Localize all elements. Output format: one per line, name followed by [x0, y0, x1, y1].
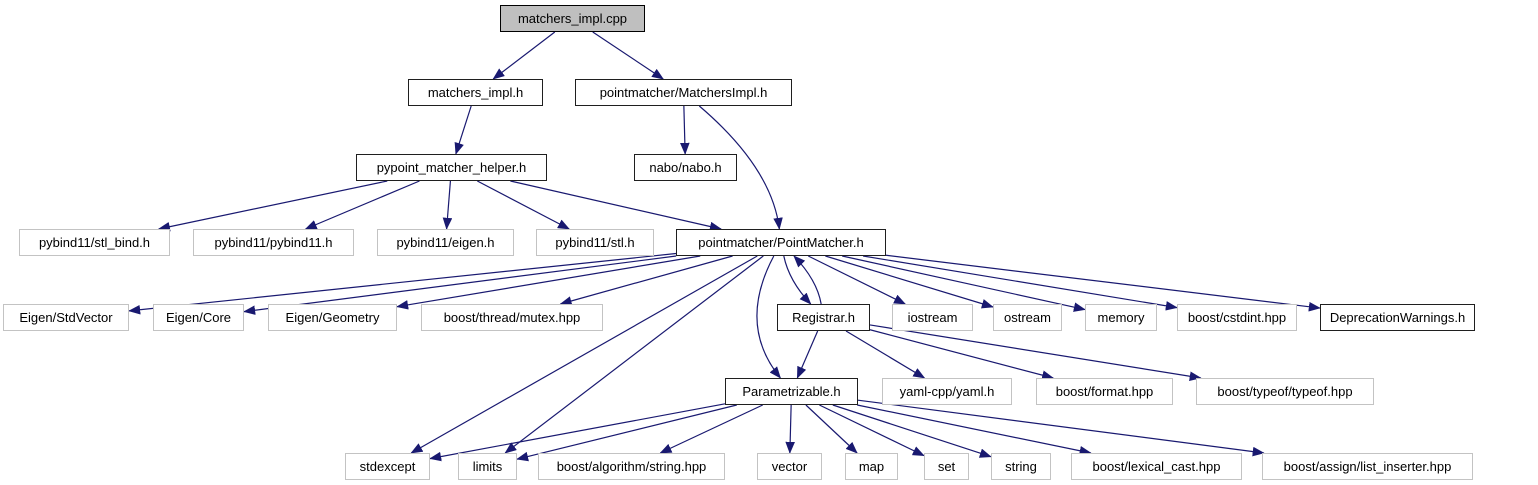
edge-matchersimpl-to-pm	[698, 105, 783, 230]
graph-node-map: map	[845, 453, 898, 480]
edge-parametrizable-to-vector	[785, 404, 795, 454]
graph-node-format: boost/format.hpp	[1036, 378, 1173, 405]
graph-node-cpp: matchers_impl.cpp	[500, 5, 645, 32]
edge-pm-to-cstdint	[862, 255, 1178, 311]
edge-parametrizable-to-string	[832, 404, 992, 458]
graph-node-set: set	[924, 453, 969, 480]
edge-pm-to-registrar	[783, 255, 812, 305]
graph-node-ostream: ostream	[993, 304, 1062, 331]
edge-cpp-to-impl_h	[492, 31, 556, 80]
edge-pm-to-ostream	[825, 255, 994, 309]
edge-pm-to-limits	[504, 255, 764, 454]
graph-node-vector: vector	[757, 453, 822, 480]
edge-registrar-to-parametrizable	[796, 330, 819, 379]
edge-parametrizable-to-map	[805, 404, 858, 454]
edge-cpp-to-matchersimpl	[592, 31, 664, 80]
graph-node-eig_stdvector: Eigen/StdVector	[3, 304, 129, 331]
edge-pm-to-memory	[842, 255, 1086, 312]
edge-parametrizable-to-set	[819, 404, 925, 457]
graph-node-algostring: boost/algorithm/string.hpp	[538, 453, 725, 480]
edge-parametrizable-to-lexical	[857, 404, 1092, 456]
edge-impl_h-to-helper	[454, 105, 472, 155]
graph-node-deprecation[interactable]: DeprecationWarnings.h	[1320, 304, 1475, 331]
edge-helper-to-stl_bind	[157, 180, 388, 232]
edge-pm-to-iostream	[808, 255, 906, 305]
edge-pm-to-parametrizable	[756, 255, 781, 379]
edge-pm-to-deprecation	[885, 254, 1321, 312]
edge-pm-to-eig_geom	[396, 255, 701, 310]
graph-node-stdexcept: stdexcept	[345, 453, 430, 480]
edge-helper-to-py_eigen	[442, 180, 453, 230]
graph-node-matchersimpl[interactable]: pointmatcher/MatchersImpl.h	[575, 79, 792, 106]
edge-registrar-to-pm	[793, 255, 822, 305]
edge-helper-to-pybind11	[304, 180, 420, 230]
include-edges	[128, 31, 1321, 462]
edge-parametrizable-to-limits	[516, 404, 737, 462]
graph-node-nabo[interactable]: nabo/nabo.h	[634, 154, 737, 181]
graph-node-stl_bind: pybind11/stl_bind.h	[19, 229, 170, 256]
edge-parametrizable-to-inserter	[857, 399, 1265, 457]
graph-node-eig_core: Eigen/Core	[153, 304, 244, 331]
graph-node-mutex: boost/thread/mutex.hpp	[421, 304, 603, 331]
graph-node-impl_h[interactable]: matchers_impl.h	[408, 79, 543, 106]
graph-node-parametrizable[interactable]: Parametrizable.h	[725, 378, 858, 405]
graph-node-py_stl: pybind11/stl.h	[536, 229, 654, 256]
graph-node-yaml: yaml-cpp/yaml.h	[882, 378, 1012, 405]
graph-node-pm[interactable]: pointmatcher/PointMatcher.h	[676, 229, 886, 256]
graph-node-registrar[interactable]: Registrar.h	[777, 304, 870, 331]
edge-helper-to-pm	[510, 180, 722, 232]
edge-helper-to-py_stl	[477, 180, 570, 230]
edge-registrar-to-typeof	[869, 324, 1202, 381]
graph-node-eig_geom: Eigen/Geometry	[268, 304, 397, 331]
graph-node-lexical: boost/lexical_cast.hpp	[1071, 453, 1242, 480]
graph-node-iostream: iostream	[892, 304, 973, 331]
graph-node-memory: memory	[1085, 304, 1157, 331]
edge-registrar-to-yaml	[845, 330, 926, 379]
graph-node-limits: limits	[458, 453, 517, 480]
graph-node-pybind11: pybind11/pybind11.h	[193, 229, 354, 256]
graph-node-inserter: boost/assign/list_inserter.hpp	[1262, 453, 1473, 480]
edge-pm-to-mutex	[559, 255, 733, 306]
graph-node-helper[interactable]: pypoint_matcher_helper.h	[356, 154, 547, 181]
graph-node-py_eigen: pybind11/eigen.h	[377, 229, 514, 256]
edge-pm-to-stdexcept	[410, 255, 758, 454]
edge-parametrizable-to-algostring	[659, 404, 763, 454]
edge-parametrizable-to-stdexcept	[429, 403, 726, 462]
graph-node-string: string	[991, 453, 1051, 480]
edge-registrar-to-format	[869, 329, 1055, 380]
graph-node-cstdint: boost/cstdint.hpp	[1177, 304, 1297, 331]
edge-pm-to-eig_core	[243, 255, 677, 315]
edge-matchersimpl-to-nabo	[680, 105, 690, 155]
graph-node-typeof: boost/typeof/typeof.hpp	[1196, 378, 1374, 405]
edge-pm-to-eig_stdvector	[128, 252, 677, 315]
